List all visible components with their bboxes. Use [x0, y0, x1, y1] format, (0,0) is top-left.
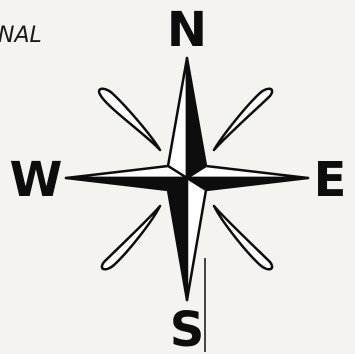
south-arm-light	[187, 178, 206, 300]
west-arm-light	[66, 166, 187, 178]
petal-southwest	[102, 206, 160, 269]
corner-text-fragment: NAL	[0, 23, 42, 48]
north-arm-light	[168, 58, 187, 178]
direction-east: E	[314, 152, 347, 208]
direction-west: W	[10, 152, 63, 208]
petal-southeast	[214, 206, 272, 269]
petal-northwest	[99, 89, 160, 150]
south-arm-dark	[168, 178, 187, 300]
direction-south: S	[170, 302, 205, 354]
west-arm-dark	[66, 178, 187, 190]
direction-north: N	[167, 2, 207, 58]
north-arm-dark	[187, 58, 206, 178]
east-arm-light	[187, 166, 308, 178]
petal-northeast	[214, 89, 272, 150]
